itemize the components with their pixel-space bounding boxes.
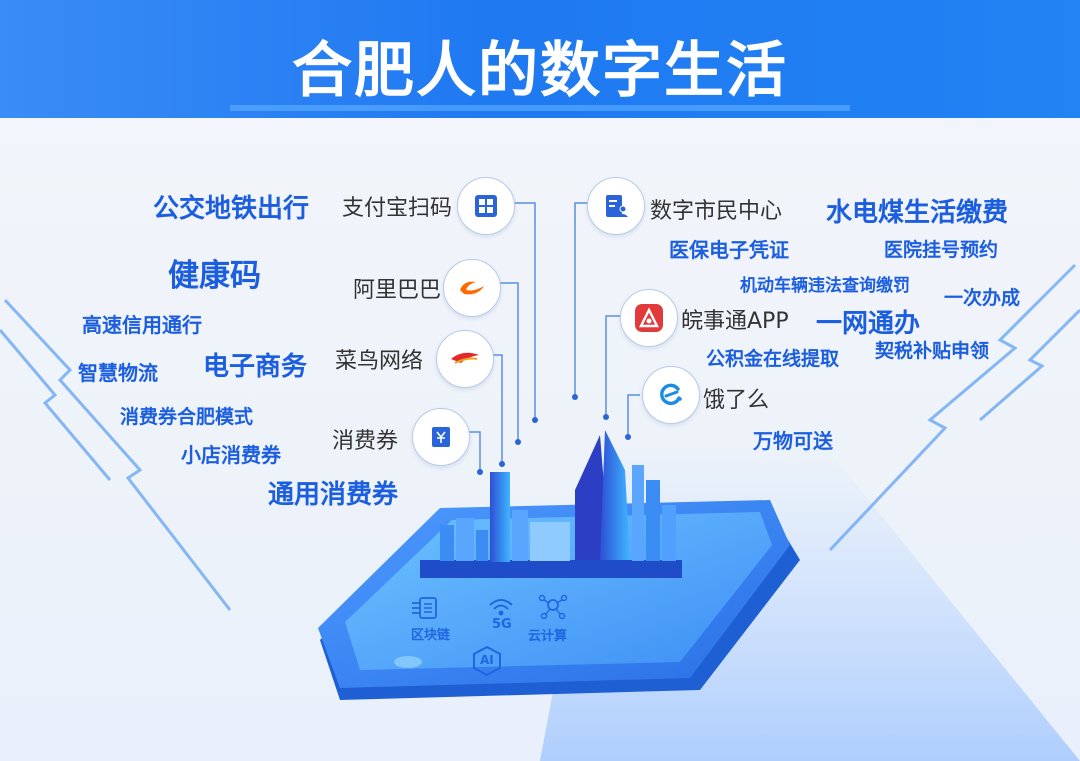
alipay-scan-icon	[457, 177, 515, 235]
label-health-code: 健康码	[168, 258, 261, 294]
title-underline	[230, 105, 850, 111]
label-traffic-violation: 机动车辆违法查询缴罚	[740, 276, 910, 296]
label-smart-logistics: 智慧物流	[78, 361, 158, 385]
citizen-center-icon	[587, 177, 645, 235]
label-ai: AI	[480, 653, 494, 667]
connector-dots	[477, 394, 631, 475]
alibaba-logo-icon	[443, 259, 501, 317]
lightning-right	[828, 263, 1080, 552]
label-highway-pass: 高速信用通行	[82, 313, 202, 337]
label-citizen-center: 数字市民中心	[650, 199, 783, 224]
eleme-logo-icon	[642, 366, 700, 424]
label-one-network: 一网通办	[816, 309, 921, 339]
label-ecommerce: 电子商务	[203, 352, 308, 382]
cainiao-logo-icon	[436, 330, 494, 388]
wifi-5g-icon	[489, 599, 513, 616]
label-wanshitong-app: 皖事通APP	[681, 309, 789, 334]
header-banner: 合肥人的数字生活	[0, 0, 1080, 118]
label-5g: 5G	[492, 617, 512, 632]
wanshitong-logo-icon	[620, 289, 678, 347]
label-provident-fund: 公积金在线提取	[706, 348, 840, 370]
label-voucher-hefei-mode: 消费券合肥模式	[120, 406, 254, 428]
page-title: 合肥人的数字生活	[292, 36, 788, 106]
label-medical-insurance: 医保电子凭证	[669, 238, 789, 262]
blockchain-icon	[412, 597, 437, 619]
connector-lines	[468, 202, 640, 470]
cloud-computing-icon	[538, 594, 568, 620]
label-cainiao: 菜鸟网络	[335, 349, 424, 374]
label-cloud-computing: 云计算	[528, 629, 568, 644]
label-shop-voucher: 小店消费券	[181, 443, 281, 467]
label-tax-subsidy: 契税补贴申领	[875, 340, 990, 362]
label-deliver-everything: 万物可送	[753, 429, 833, 453]
label-eleme: 饿了么	[703, 388, 770, 413]
label-alibaba: 阿里巴巴	[353, 278, 442, 303]
city-skyline	[420, 430, 682, 578]
label-hospital-booking: 医院挂号预约	[884, 239, 999, 261]
label-general-voucher: 通用消费券	[268, 480, 399, 510]
label-blockchain: 区块链	[411, 628, 451, 643]
label-one-time-done: 一次办成	[944, 287, 1021, 309]
label-utilities-payment: 水电煤生活缴费	[826, 198, 1009, 228]
label-bus-metro: 公交地铁出行	[153, 194, 310, 224]
label-voucher: 消费券	[332, 429, 399, 454]
voucher-icon	[412, 408, 470, 466]
label-alipay-scan: 支付宝扫码	[342, 196, 453, 221]
lightning-left	[0, 298, 232, 611]
ai-chip-icon: AI	[472, 646, 502, 676]
